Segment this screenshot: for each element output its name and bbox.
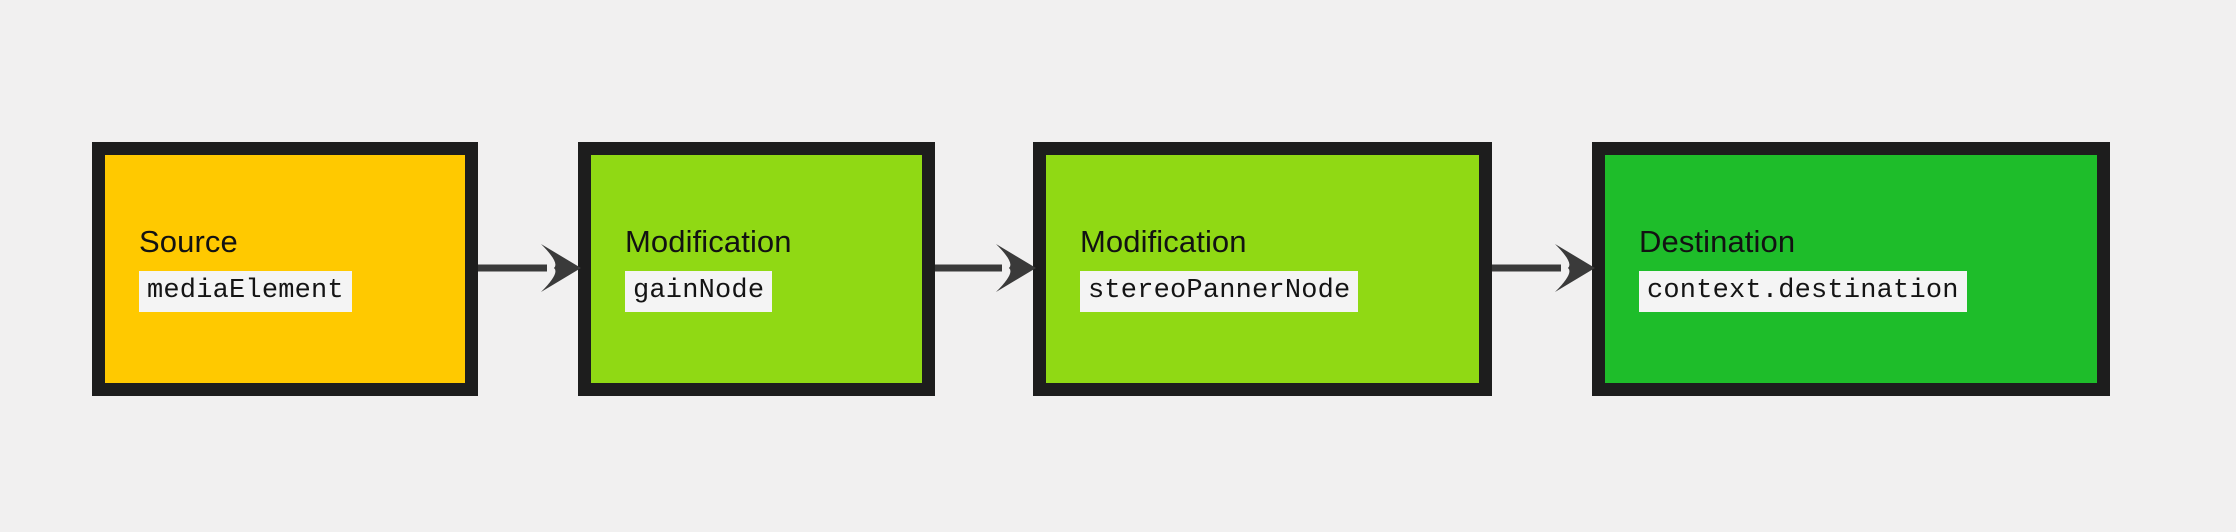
node-stereo-panner-content: Modification stereoPannerNode [1046,155,1479,383]
arrow-panner-to-destination [1492,244,1595,292]
node-gain[interactable]: Modification gainNode [578,142,935,396]
node-gain-content: Modification gainNode [591,155,922,383]
node-destination[interactable]: Destination context.destination [1592,142,2110,396]
node-stereo-panner[interactable]: Modification stereoPannerNode [1033,142,1492,396]
node-stereo-panner-title: Modification [1080,223,1247,259]
arrow-source-to-gain [478,244,581,292]
node-source[interactable]: Source mediaElement [92,142,478,396]
node-gain-title: Modification [625,223,792,259]
node-destination-code: context.destination [1639,270,1967,313]
node-source-title: Source [139,223,238,259]
node-stereo-panner-code: stereoPannerNode [1080,270,1359,313]
node-destination-title: Destination [1639,223,1796,259]
node-source-code: mediaElement [139,270,352,313]
node-gain-code: gainNode [625,270,773,313]
arrow-gain-to-panner [935,244,1036,292]
node-destination-content: Destination context.destination [1605,155,2097,383]
node-source-content: Source mediaElement [105,155,465,383]
